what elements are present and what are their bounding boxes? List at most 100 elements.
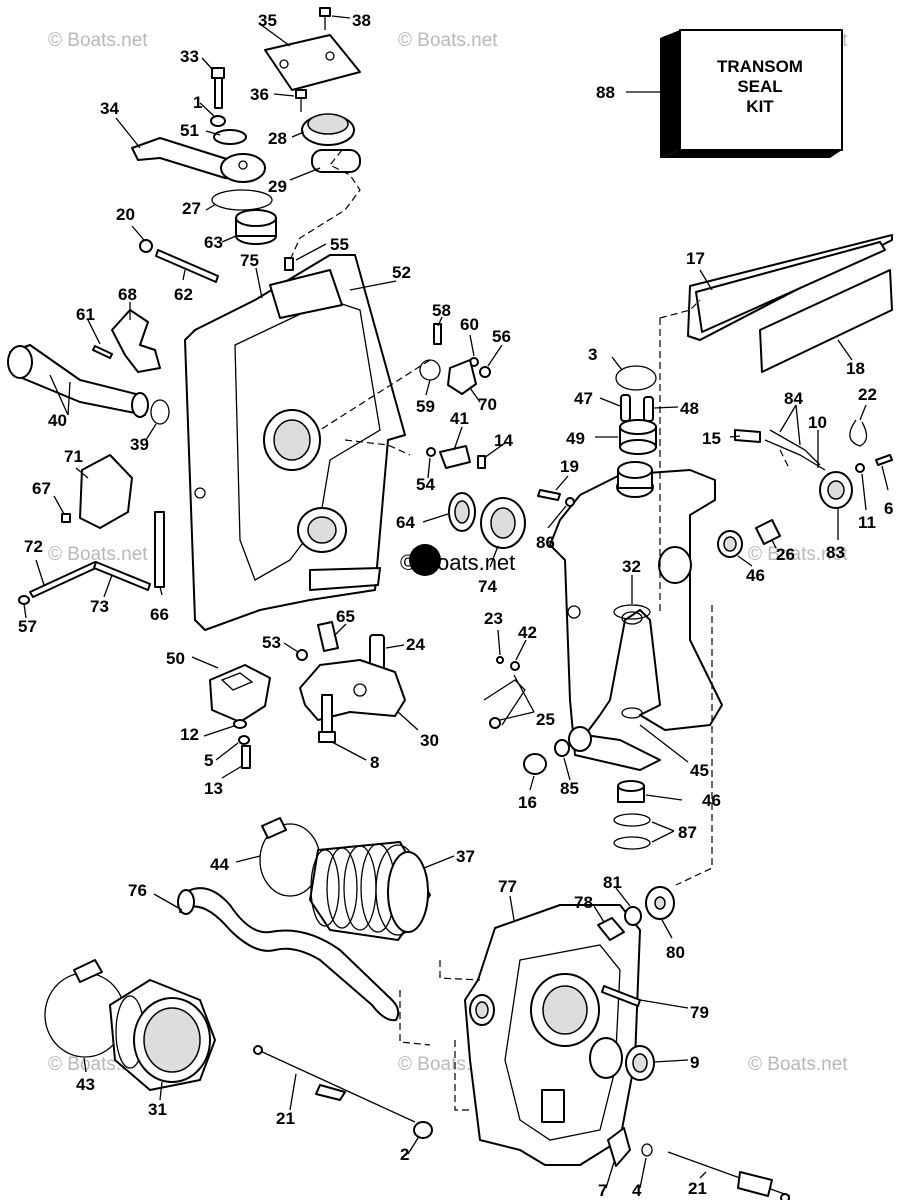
transom-seal-kit-box: TRANSOM SEAL KIT	[660, 29, 843, 158]
callout-50: 50	[166, 649, 185, 668]
left-side-parts	[7, 309, 170, 605]
callout-56: 56	[492, 327, 511, 346]
callout-86: 86	[536, 533, 555, 552]
callout-80: 80	[666, 943, 685, 962]
callout-12: 12	[180, 725, 199, 744]
assembly-guides	[289, 149, 791, 1111]
watermark-text: © Boats.net	[48, 544, 148, 565]
callout-79: 79	[690, 1003, 709, 1022]
callout-87: 87	[678, 823, 697, 842]
callout-47: 47	[574, 389, 593, 408]
callout-2: 2	[400, 1145, 409, 1164]
center-watermark-text: © Boats.net	[400, 550, 515, 575]
callout-15: 15	[702, 429, 721, 448]
callout-6: 6	[884, 499, 893, 518]
callout-74: 74	[478, 577, 497, 596]
callout-53: 53	[262, 633, 281, 652]
callout-25: 25	[536, 710, 555, 729]
callout-67: 67	[32, 479, 51, 498]
callout-77: 77	[498, 877, 517, 896]
callout-17: 17	[686, 249, 705, 268]
callout-4: 4	[632, 1181, 642, 1200]
callout-58: 58	[432, 301, 451, 320]
top-hardware	[131, 7, 361, 283]
callout-81: 81	[603, 873, 622, 892]
callout-18: 18	[846, 359, 865, 378]
watermark-text: © Boats.net	[48, 30, 148, 51]
callout-21: 21	[276, 1109, 295, 1128]
callout-64: 64	[396, 513, 415, 532]
kit-line-2: SEAL	[737, 77, 782, 96]
callout-55: 55	[330, 235, 349, 254]
callout-11: 11	[858, 513, 876, 532]
callout-61: 61	[76, 305, 95, 324]
callout-45: 45	[690, 761, 709, 780]
callout-28: 28	[268, 129, 287, 148]
callout-71: 71	[64, 447, 83, 466]
callout-51: 51	[180, 121, 199, 140]
callout-36: 36	[250, 85, 269, 104]
kit-line-1: TRANSOM	[717, 57, 803, 76]
right-upper-parts	[537, 234, 893, 558]
callout-46: 46	[702, 791, 721, 810]
callout-48: 48	[680, 399, 699, 418]
callout-7: 7	[598, 1181, 607, 1200]
callout-76: 76	[128, 881, 147, 900]
callout-88: 88	[596, 83, 615, 102]
callout-46: 46	[746, 566, 765, 585]
callout-35: 35	[258, 11, 277, 30]
callout-34: 34	[100, 99, 119, 118]
watermark-text: © Boats.net	[748, 544, 848, 565]
callout-22: 22	[858, 385, 877, 404]
callout-14: 14	[494, 431, 513, 450]
callout-26: 26	[776, 545, 795, 564]
callout-1: 1	[193, 93, 202, 112]
right-lower-small-parts	[523, 604, 651, 850]
callout-20: 20	[116, 205, 135, 224]
callout-38: 38	[352, 11, 371, 30]
callout-30: 30	[420, 731, 439, 750]
callout-54: 54	[416, 475, 435, 494]
callout-3: 3	[588, 345, 597, 364]
bellows-and-clamps	[44, 817, 433, 1139]
leader-lines	[23, 15, 889, 1189]
callout-85: 85	[560, 779, 579, 798]
callout-19: 19	[560, 457, 579, 476]
callout-32: 32	[622, 557, 641, 576]
callout-16: 16	[518, 793, 537, 812]
callout-33: 33	[180, 47, 199, 66]
callout-13: 13	[204, 779, 223, 798]
callout-75: 75	[240, 251, 259, 270]
small-fittings	[419, 323, 526, 729]
callout-42: 42	[518, 623, 537, 642]
callout-78: 78	[574, 893, 593, 912]
callout-70: 70	[478, 395, 497, 414]
callout-41: 41	[450, 409, 469, 428]
callout-8: 8	[370, 753, 379, 772]
callout-44: 44	[210, 855, 229, 874]
callout-73: 73	[90, 597, 109, 616]
callout-57: 57	[18, 617, 37, 636]
callout-39: 39	[130, 435, 149, 454]
swivel-housing-45	[549, 461, 723, 771]
callout-84: 84	[784, 389, 803, 408]
callout-63: 63	[204, 233, 223, 252]
callout-83: 83	[826, 543, 845, 562]
callout-65: 65	[336, 607, 355, 626]
callout-29: 29	[268, 177, 287, 196]
callout-59: 59	[416, 397, 435, 416]
callout-66: 66	[150, 605, 169, 624]
callout-72: 72	[24, 537, 43, 556]
gimbal-housing	[184, 254, 406, 631]
callout-43: 43	[76, 1075, 95, 1094]
watermark-text: © Boats.net	[398, 30, 498, 51]
callout-37: 37	[456, 847, 475, 866]
callout-5: 5	[204, 751, 213, 770]
kit-line-3: KIT	[746, 97, 774, 116]
callout-21: 21	[688, 1179, 707, 1198]
callout-49: 49	[566, 429, 585, 448]
callout-40: 40	[48, 411, 67, 430]
